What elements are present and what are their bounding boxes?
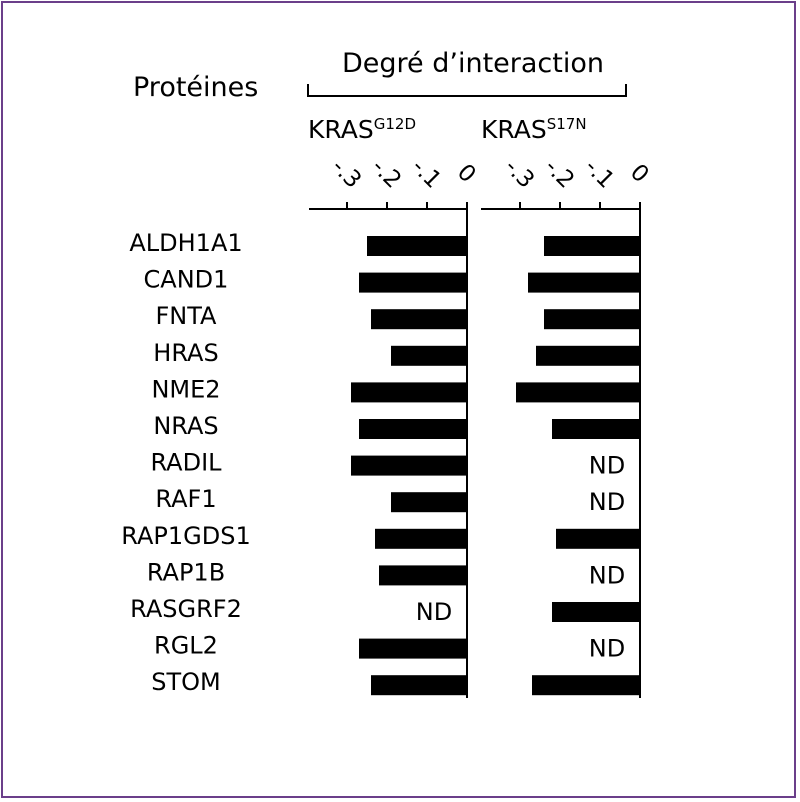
bar [544, 236, 640, 256]
panel-2-label: KRASS17N [481, 115, 587, 144]
bar [371, 675, 467, 696]
bar [391, 345, 467, 366]
protein-label: RAP1GDS1 [121, 522, 250, 550]
bar [359, 419, 467, 439]
bar [379, 565, 467, 586]
bar [552, 602, 640, 622]
tick-label: -.1 [406, 154, 446, 194]
bar [552, 419, 640, 439]
bar [367, 236, 467, 256]
bar [351, 382, 467, 403]
tick-label: -.3 [499, 154, 539, 194]
tick-label: 0 [452, 159, 481, 188]
tick-label: -.3 [326, 154, 366, 194]
bar [544, 309, 640, 330]
bar [532, 675, 640, 696]
bar [351, 455, 467, 476]
protein-label: STOM [151, 668, 221, 696]
protein-label: ALDH1A1 [129, 229, 242, 257]
title-bracket [307, 84, 627, 97]
bar [528, 272, 640, 293]
bar [375, 528, 467, 549]
bar [359, 272, 467, 293]
bar [359, 638, 467, 659]
bar [536, 345, 640, 366]
nd-label: ND [589, 452, 625, 480]
protein-label: RAF1 [155, 485, 216, 513]
tick-label: -.1 [579, 154, 619, 194]
tick-label: 0 [625, 159, 654, 188]
row-header: Protéines [133, 72, 258, 103]
protein-label: NME2 [151, 375, 220, 403]
tick-label: -.2 [539, 154, 579, 194]
chart-title: Degré d’interaction [342, 48, 604, 79]
bar [516, 382, 640, 403]
protein-label: RASGRF2 [130, 595, 242, 623]
nd-label: ND [589, 488, 625, 516]
protein-label: NRAS [153, 412, 218, 440]
protein-label: FNTA [156, 302, 218, 330]
bar [391, 492, 467, 513]
nd-label: ND [589, 635, 625, 663]
bar [371, 309, 467, 330]
nd-label: ND [589, 561, 625, 589]
bar [556, 528, 640, 549]
nd-label: ND [416, 598, 452, 626]
protein-label: RADIL [150, 449, 222, 477]
panel-1-label: KRASG12D [308, 115, 416, 144]
protein-label: CAND1 [144, 266, 229, 294]
protein-label: RGL2 [154, 632, 218, 660]
protein-label: HRAS [153, 339, 218, 367]
tick-label: -.2 [366, 154, 406, 194]
protein-label: RAP1B [147, 558, 225, 586]
